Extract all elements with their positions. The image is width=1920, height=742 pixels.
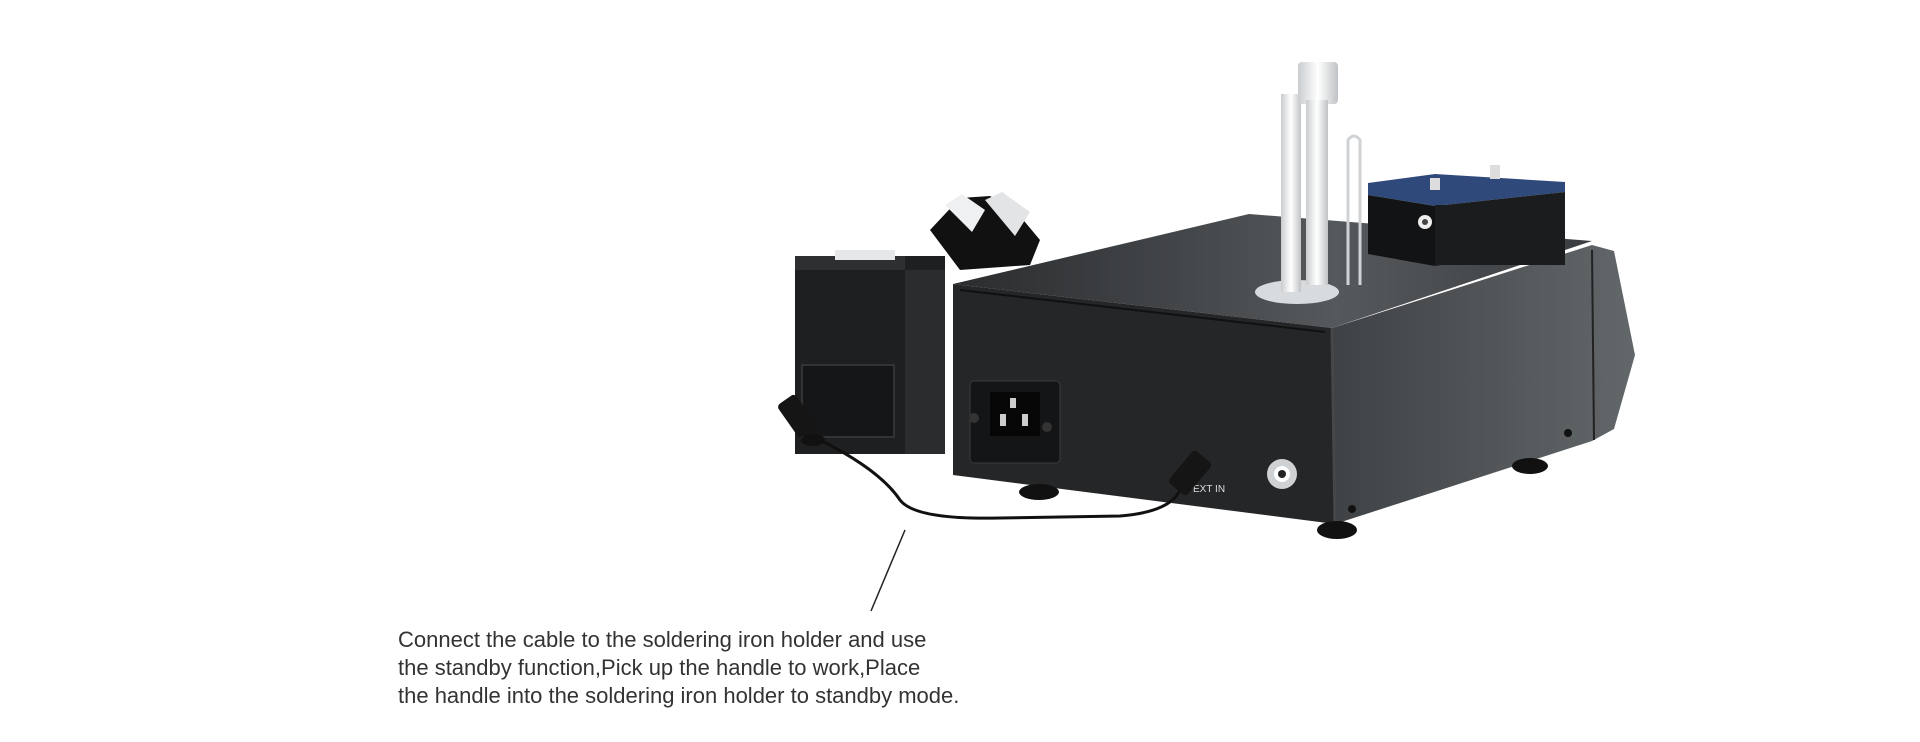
power-socket bbox=[969, 380, 1061, 464]
caption-line: the handle into the soldering iron holde… bbox=[398, 683, 960, 708]
main-unit: EXT IN bbox=[801, 214, 1635, 539]
callout-pointer-line bbox=[870, 529, 906, 612]
standby-cable bbox=[778, 394, 1212, 520]
ext-in-port bbox=[1267, 459, 1297, 489]
caption-text: Connect the cable to the soldering iron … bbox=[398, 626, 959, 710]
caption-line: the standby function,Pick up the handle … bbox=[398, 655, 921, 680]
tip-holder-box bbox=[1368, 165, 1565, 266]
iron-stand bbox=[1255, 62, 1362, 304]
ext-in-label: EXT IN bbox=[1193, 484, 1225, 495]
iron-holder-module bbox=[795, 192, 1040, 454]
caption-line: Connect the cable to the soldering iron … bbox=[398, 627, 927, 652]
